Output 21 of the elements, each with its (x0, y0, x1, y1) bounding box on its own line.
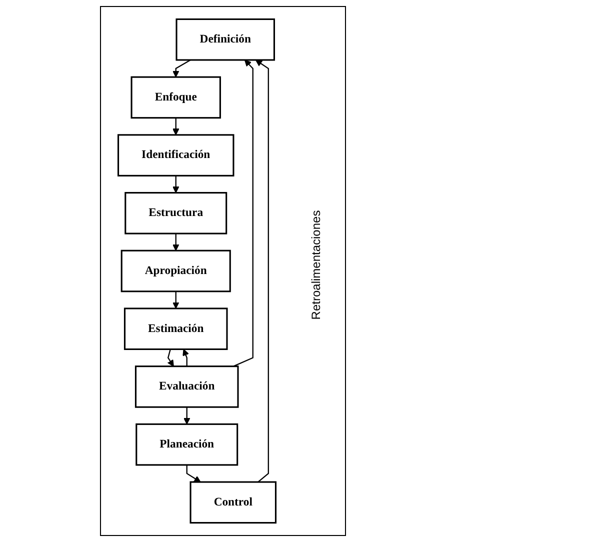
arrow (186, 464, 201, 482)
arrow (183, 407, 190, 424)
node-box: Evaluación (134, 366, 239, 408)
side-label: Retroalimentaciones (309, 210, 323, 320)
node-box: Apropiación (120, 250, 231, 292)
node-box: Identificación (117, 134, 234, 176)
node-box: Enfoque (130, 76, 221, 119)
node-box: Control (190, 481, 277, 524)
node-box: Planeación (136, 423, 238, 466)
arrow (255, 60, 269, 482)
arrow (172, 291, 180, 309)
arrow (182, 348, 190, 366)
arrow (233, 60, 254, 367)
node-box: Estimación (124, 308, 228, 350)
arrow (167, 349, 174, 367)
arrow (172, 118, 180, 136)
node-box: Definición (176, 18, 275, 61)
node-box: Estructura (124, 192, 228, 234)
arrow (172, 59, 191, 78)
arrow (172, 234, 180, 251)
arrow (172, 176, 180, 194)
